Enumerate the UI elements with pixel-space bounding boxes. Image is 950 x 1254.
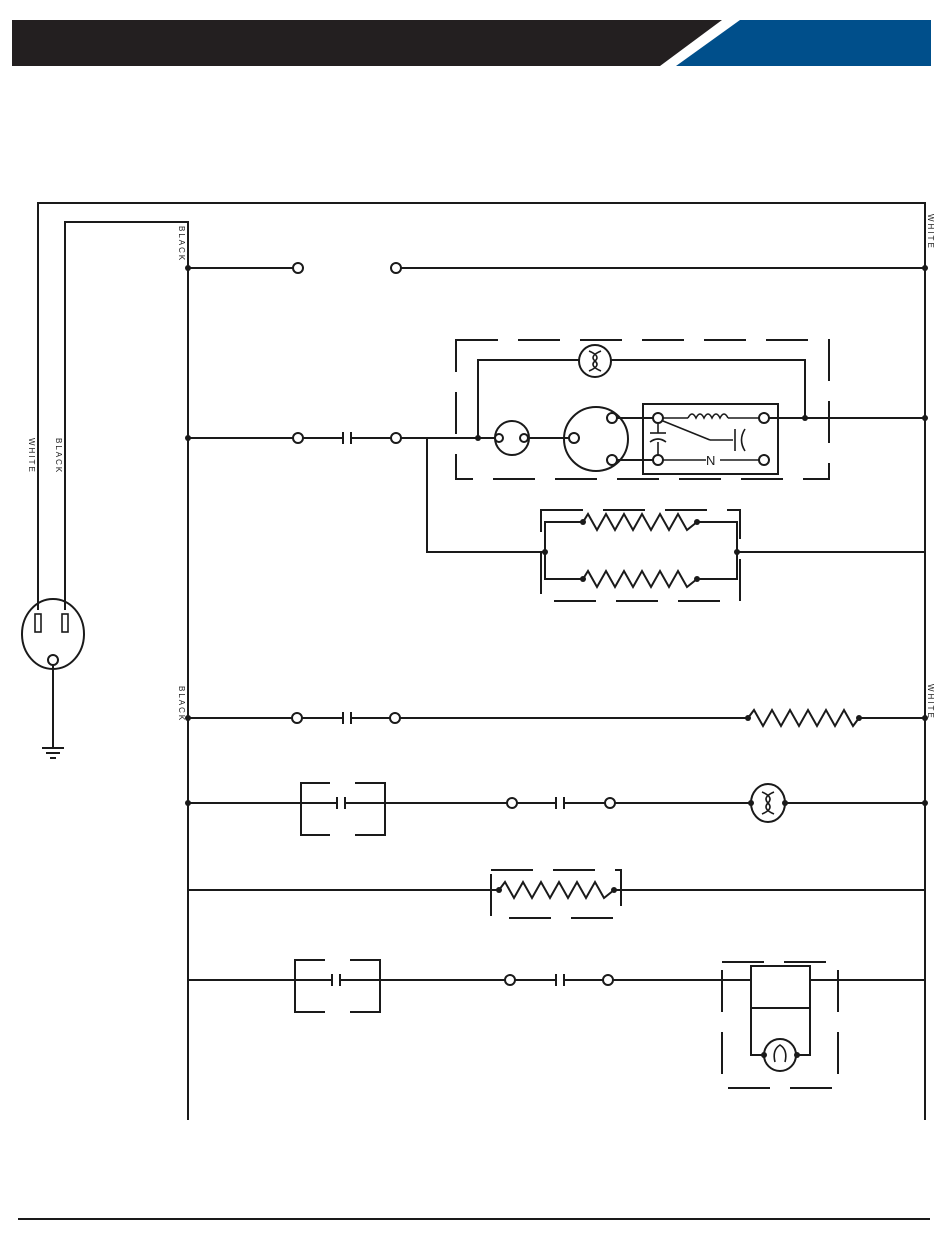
overload-icon <box>495 421 529 455</box>
ground-icon <box>42 665 64 758</box>
plug-icon <box>22 599 84 669</box>
label-cord-black: BLACK <box>54 438 63 474</box>
heater-icon <box>542 514 740 587</box>
lamp-icon <box>761 1039 800 1071</box>
lamp-row <box>188 960 925 1088</box>
compressor-circuit: N <box>185 340 928 601</box>
fan-row <box>185 783 928 835</box>
switch-row-1 <box>185 263 928 273</box>
label-black-top: BLACK <box>177 226 186 262</box>
label-white-top: WHITE <box>926 214 935 250</box>
label-cord-white: WHITE <box>27 438 36 474</box>
label-black-mid: BLACK <box>177 686 186 722</box>
drain-heater-row <box>188 870 925 918</box>
compressor-icon <box>564 407 628 471</box>
label-white-mid: WHITE <box>926 684 935 720</box>
relay-n-mark: N <box>706 453 715 468</box>
fan-motor-icon <box>579 345 611 377</box>
relay-icon: N <box>617 404 928 474</box>
fan-motor-icon <box>751 784 785 822</box>
footer-rule <box>18 1218 930 1220</box>
heater-row <box>185 710 928 726</box>
